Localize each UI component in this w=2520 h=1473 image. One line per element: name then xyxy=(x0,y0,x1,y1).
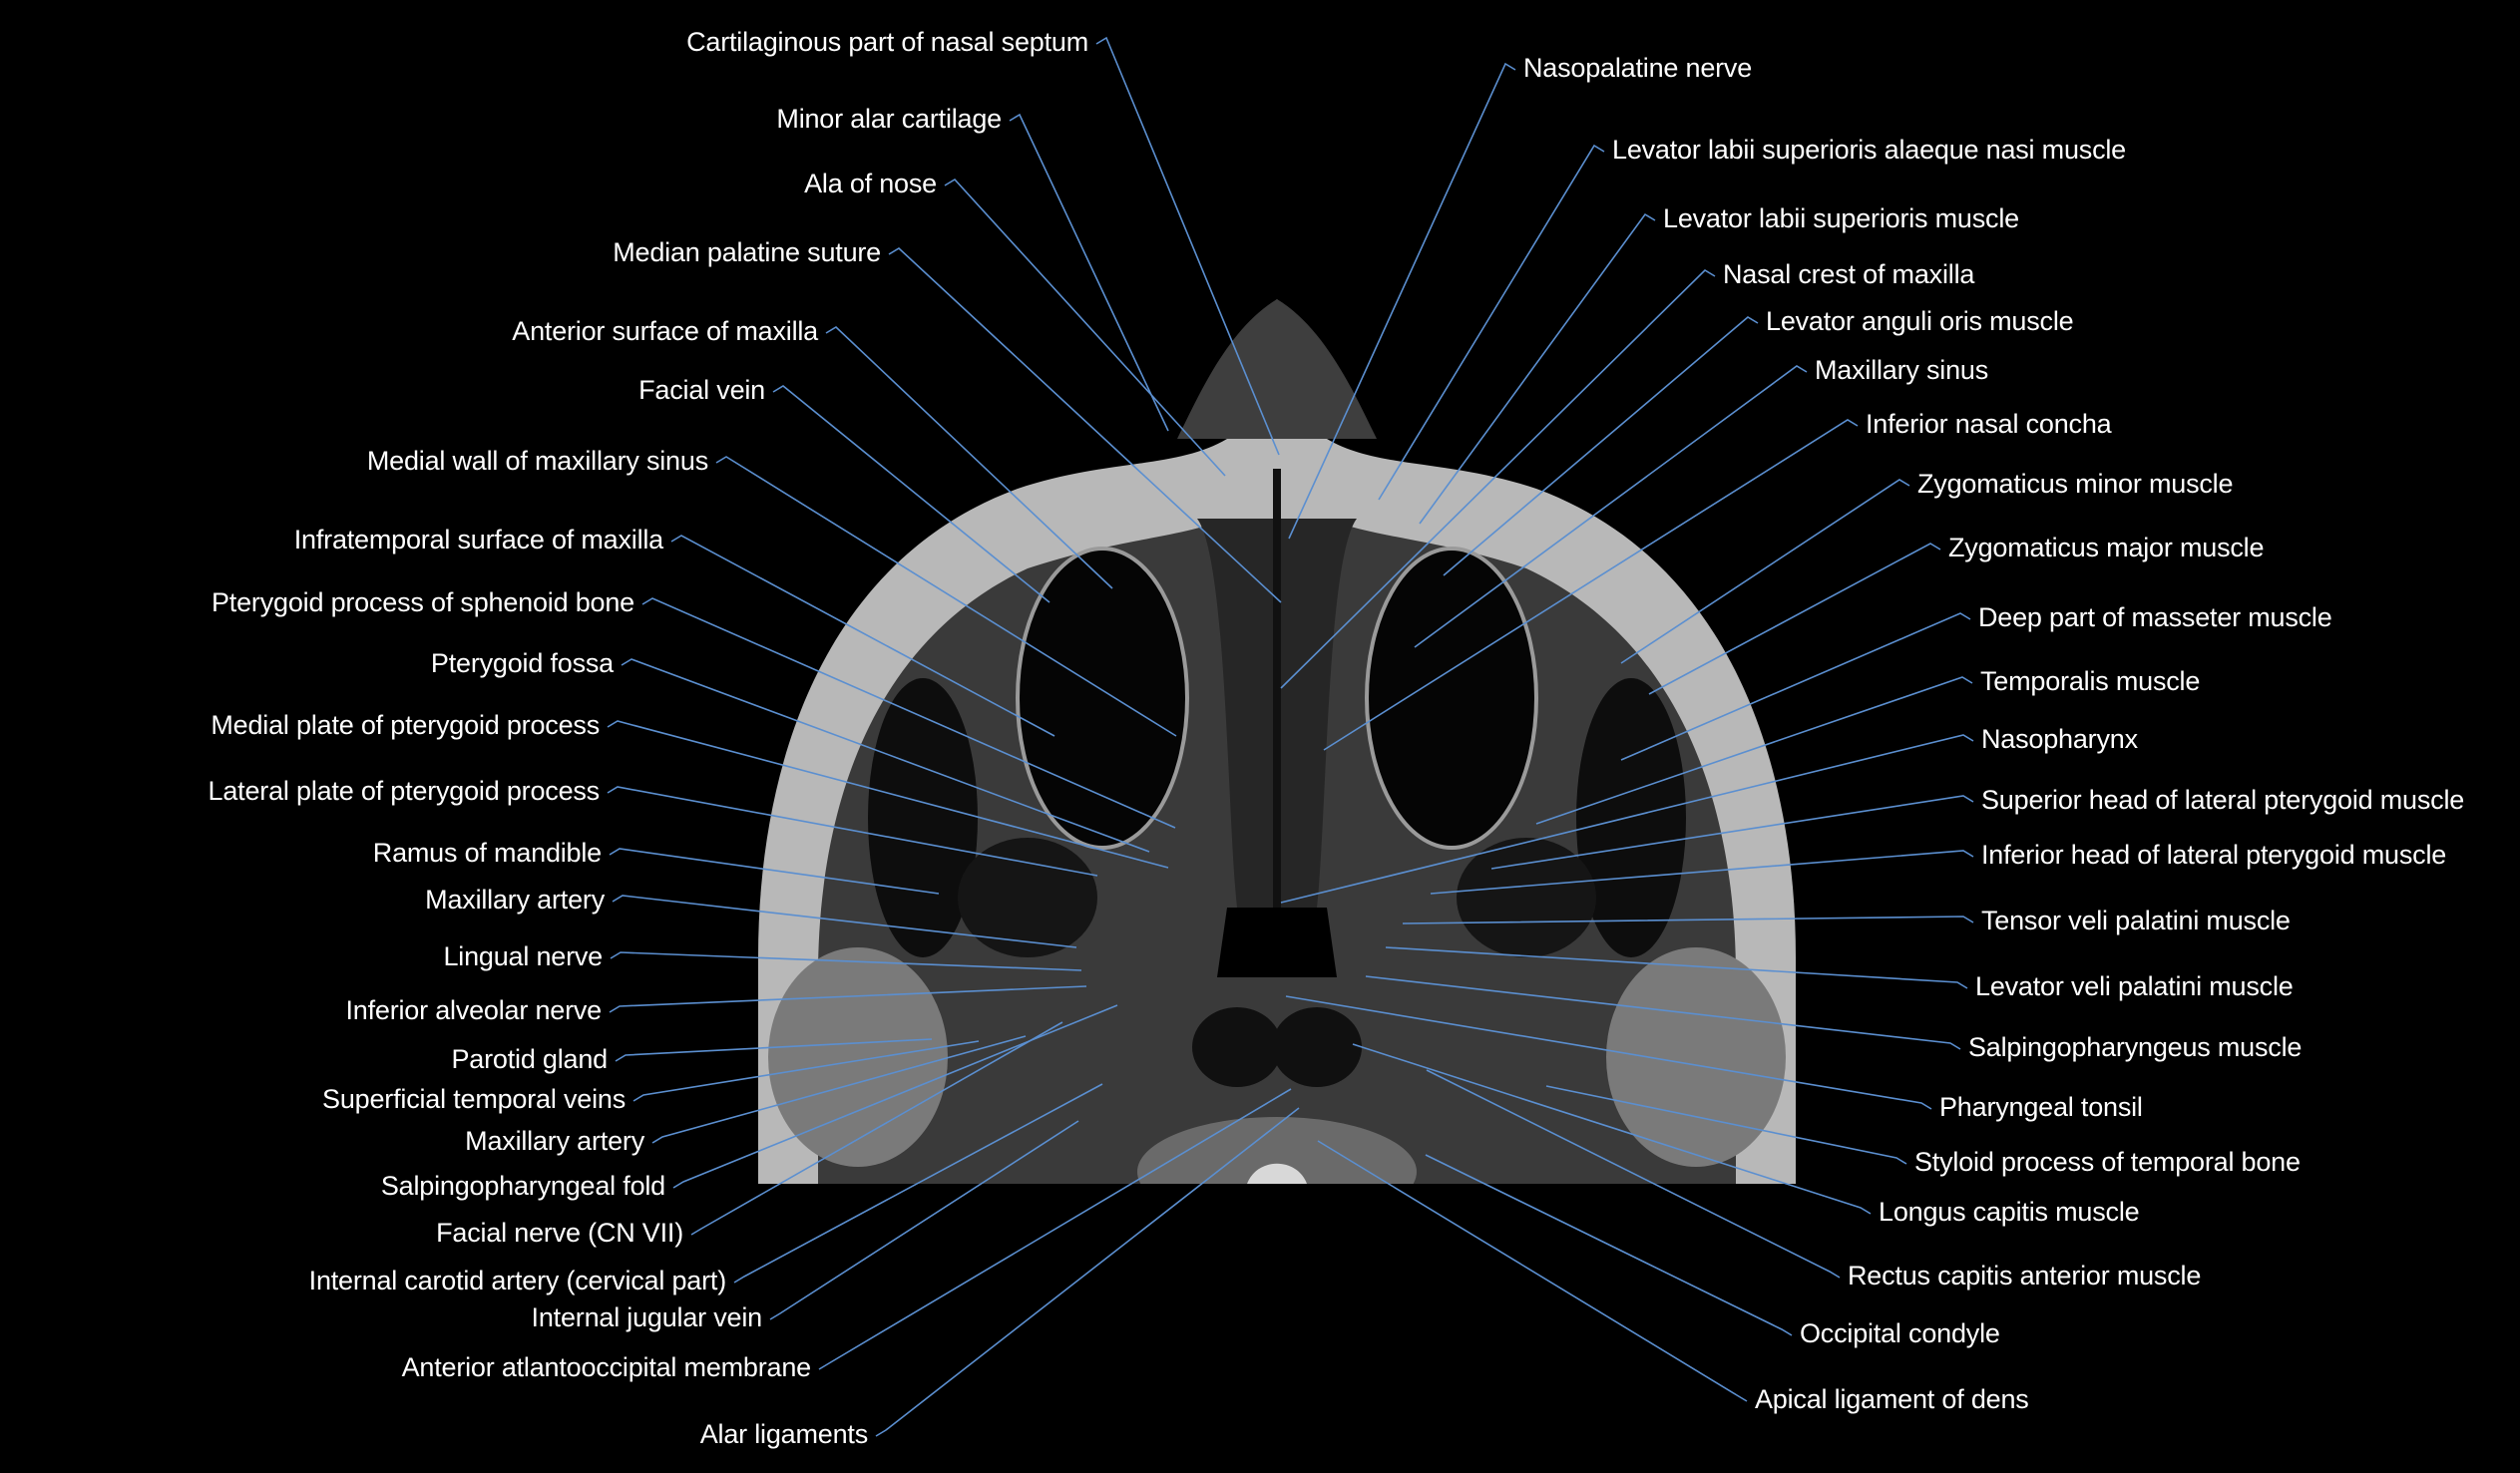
label-maxillary-artery: Maxillary artery xyxy=(465,1126,644,1156)
label-inferior-nasal-concha: Inferior nasal concha xyxy=(1866,409,2112,439)
label-pterygoid-process-of-sphenoid-bone: Pterygoid process of sphenoid bone xyxy=(211,587,634,617)
label-levator-labii-superioris-alaeque-nasi-muscle: Levator labii superioris alaeque nasi mu… xyxy=(1612,135,2126,165)
label-levator-veli-palatini-muscle: Levator veli palatini muscle xyxy=(1975,971,2294,1001)
label-internal-carotid-artery-cervical-part: Internal carotid artery (cervical part) xyxy=(308,1266,727,1295)
label-superficial-temporal-veins: Superficial temporal veins xyxy=(322,1084,626,1114)
label-occipital-condyle: Occipital condyle xyxy=(1800,1318,2000,1348)
label-levator-anguli-oris-muscle: Levator anguli oris muscle xyxy=(1766,306,2074,336)
label-nasopharynx: Nasopharynx xyxy=(1981,724,2138,754)
label-anterior-atlantooccipital-membrane: Anterior atlantooccipital membrane xyxy=(401,1352,812,1382)
label-temporalis-muscle: Temporalis muscle xyxy=(1980,666,2201,696)
label-styloid-process-of-temporal-bone: Styloid process of temporal bone xyxy=(1914,1147,2301,1177)
label-longus-capitis-muscle: Longus capitis muscle xyxy=(1879,1197,2140,1227)
label-pharyngeal-tonsil: Pharyngeal tonsil xyxy=(1939,1092,2143,1122)
label-rectus-capitis-anterior-muscle: Rectus capitis anterior muscle xyxy=(1848,1261,2202,1290)
label-lateral-plate-of-pterygoid-process: Lateral plate of pterygoid process xyxy=(208,776,601,806)
label-median-palatine-suture: Median palatine suture xyxy=(613,237,881,267)
label-internal-jugular-vein: Internal jugular vein xyxy=(531,1302,763,1332)
label-levator-labii-superioris-muscle: Levator labii superioris muscle xyxy=(1663,203,2019,233)
label-cartilaginous-part-of-nasal-septum: Cartilaginous part of nasal septum xyxy=(686,27,1088,57)
label-anterior-surface-of-maxilla: Anterior surface of maxilla xyxy=(512,316,818,346)
label-zygomaticus-major-muscle: Zygomaticus major muscle xyxy=(1948,533,2265,562)
label-facial-nerve-cn-vii: Facial nerve (CN VII) xyxy=(436,1218,683,1248)
label-lingual-nerve: Lingual nerve xyxy=(443,941,603,971)
label-infratemporal-surface-of-maxilla: Infratemporal surface of maxilla xyxy=(293,525,663,554)
label-ala-of-nose: Ala of nose xyxy=(804,169,937,198)
label-pterygoid-fossa: Pterygoid fossa xyxy=(430,648,614,678)
label-inferior-alveolar-nerve: Inferior alveolar nerve xyxy=(345,995,602,1025)
label-salpingopharyngeal-fold: Salpingopharyngeal fold xyxy=(380,1171,665,1201)
label-superior-head-of-lateral-pterygoid-muscle: Superior head of lateral pterygoid muscl… xyxy=(1981,785,2465,815)
label-facial-vein: Facial vein xyxy=(638,375,765,405)
label-deep-part-of-masseter-muscle: Deep part of masseter muscle xyxy=(1978,602,2332,632)
label-maxillary-artery: Maxillary artery xyxy=(425,885,605,915)
label-nasopalatine-nerve: Nasopalatine nerve xyxy=(1523,53,1753,83)
label-ramus-of-mandible: Ramus of mandible xyxy=(372,838,602,868)
label-minor-alar-cartilage: Minor alar cartilage xyxy=(776,104,1002,134)
label-parotid-gland: Parotid gland xyxy=(451,1044,608,1074)
label-zygomaticus-minor-muscle: Zygomaticus minor muscle xyxy=(1917,469,2234,499)
label-alar-ligaments: Alar ligaments xyxy=(699,1419,868,1449)
label-medial-wall-of-maxillary-sinus: Medial wall of maxillary sinus xyxy=(366,446,708,476)
label-apical-ligament-of-dens: Apical ligament of dens xyxy=(1755,1384,2029,1414)
label-salpingopharyngeus-muscle: Salpingopharyngeus muscle xyxy=(1968,1032,2303,1062)
label-medial-plate-of-pterygoid-process: Medial plate of pterygoid process xyxy=(210,710,600,740)
label-maxillary-sinus: Maxillary sinus xyxy=(1815,355,1989,385)
label-tensor-veli-palatini-muscle: Tensor veli palatini muscle xyxy=(1981,906,2291,935)
label-inferior-head-of-lateral-pterygoid-muscle: Inferior head of lateral pterygoid muscl… xyxy=(1981,840,2447,870)
label-nasal-crest-of-maxilla: Nasal crest of maxilla xyxy=(1723,259,1975,289)
